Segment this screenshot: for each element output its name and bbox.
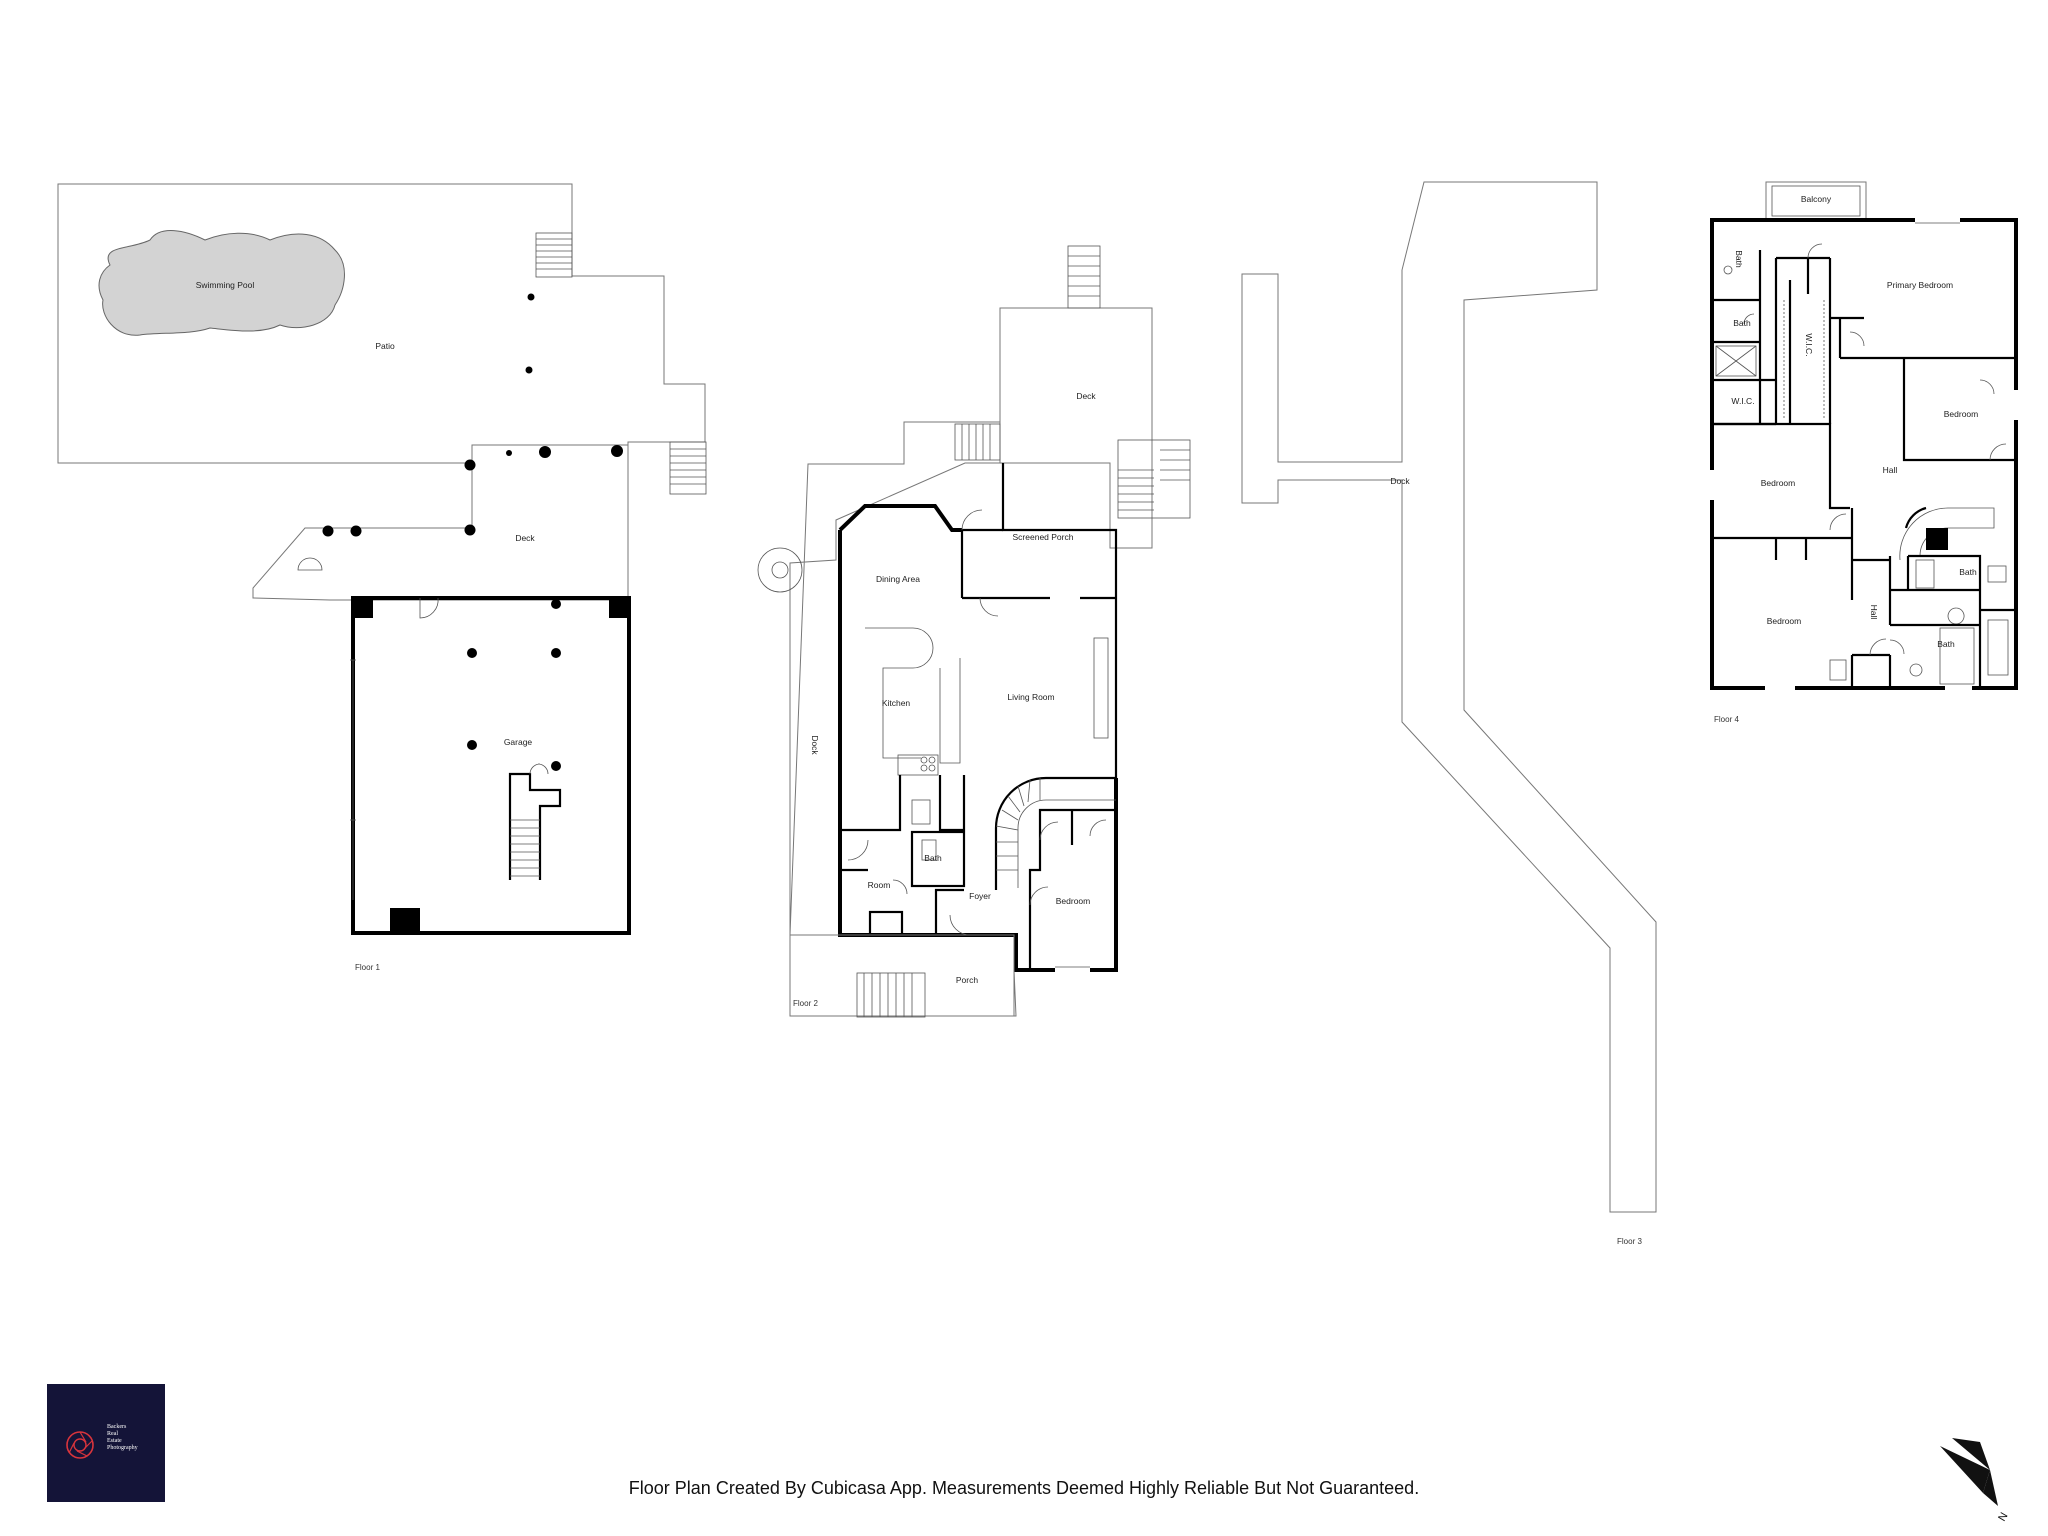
- floor-4: Balcony Bath Bath W.I.C. Primary Bedroom…: [1709, 181, 2019, 724]
- stairs-deck-top: [1067, 245, 1101, 309]
- logo-line-1: Backers: [107, 1424, 127, 1430]
- room-label-kitchen: Kitchen: [882, 698, 911, 708]
- compass-north-arrow-icon: N: [1940, 1438, 2011, 1524]
- stairs-patio-right: [669, 441, 707, 495]
- house-exterior-walls: [838, 530, 1118, 972]
- room-label-deck-upper: Deck: [1076, 391, 1096, 401]
- room-label-wic-center: W.I.C.: [1804, 333, 1814, 356]
- floor-label-2: Floor 2: [793, 999, 818, 1008]
- room-label-dock-floor2: Dock: [810, 735, 820, 755]
- room-label-balcony: Balcony: [1801, 194, 1832, 204]
- compass-label: N: [1996, 1511, 2010, 1524]
- room-label-bedroom-bottom: Bedroom: [1767, 616, 1802, 626]
- floor-3: Dock Floor 3: [1241, 181, 1657, 1246]
- room-label-dining-area: Dining Area: [876, 574, 920, 584]
- camera-aperture-icon: [66, 1431, 94, 1459]
- room-label-bath-bottom: Bath: [1937, 639, 1955, 649]
- logo-line-4: Photography: [107, 1445, 138, 1451]
- logo-line-2: Real: [107, 1431, 118, 1437]
- porch-outline: [789, 934, 1017, 1017]
- room-label-primary-bedroom: Primary Bedroom: [1887, 280, 1953, 290]
- room-label-hall: Hall: [1883, 465, 1898, 475]
- floor-label-1: Floor 1: [355, 963, 380, 972]
- room-label-room: Room: [868, 880, 891, 890]
- floor4-exterior-walls: [1710, 218, 2018, 690]
- room-label-swimming-pool: Swimming Pool: [196, 280, 255, 290]
- swimming-pool-shape: [98, 230, 345, 336]
- stairs-deck-left: [954, 423, 1001, 461]
- room-label-patio: Patio: [375, 341, 395, 351]
- garage-walls: [351, 596, 631, 935]
- floor-label-4: Floor 4: [1714, 715, 1739, 724]
- stairs-patio-top: [535, 232, 573, 278]
- logo-text: Backers Real Estate Photography: [107, 1424, 163, 1452]
- room-label-living-room: Living Room: [1007, 692, 1054, 702]
- room-label-bath-floor2: Bath: [924, 853, 942, 863]
- room-label-wic-left: W.I.C.: [1731, 396, 1754, 406]
- room-label-porch: Porch: [956, 975, 978, 985]
- company-logo: Backers Real Estate Photography: [47, 1384, 165, 1502]
- room-label-deck: Deck: [515, 533, 535, 543]
- room-label-bath-second: Bath: [1733, 318, 1751, 328]
- floor-2: Deck Screened Porch Dining Area Kitchen …: [757, 245, 1191, 1018]
- logo-line-3: Estate: [107, 1438, 122, 1444]
- floor-label-3: Floor 3: [1617, 1237, 1642, 1246]
- room-label-bath-right-top: Bath: [1959, 567, 1977, 577]
- room-label-garage: Garage: [504, 737, 533, 747]
- dock-outline-floor3: [1241, 181, 1657, 1213]
- room-label-bedroom-left: Bedroom: [1761, 478, 1796, 488]
- deck-outline: [252, 444, 629, 601]
- room-label-bedroom-right: Bedroom: [1944, 409, 1979, 419]
- room-label-bedroom-floor2: Bedroom: [1056, 896, 1091, 906]
- room-label-screened-porch: Screened Porch: [1013, 532, 1074, 542]
- room-label-hall-small: Hall: [1869, 605, 1879, 620]
- room-label-dock-floor3: Dock: [1390, 476, 1410, 486]
- stairs-deck-right: [1117, 439, 1191, 519]
- footer-disclaimer: Floor Plan Created By Cubicasa App. Meas…: [628, 1478, 1420, 1498]
- deck-outline-upper: [999, 307, 1153, 549]
- stairs-porch: [856, 972, 926, 1018]
- room-label-foyer: Foyer: [969, 891, 991, 901]
- room-label-bath-top: Bath: [1734, 250, 1744, 268]
- floor-1: Swimming Pool Patio Deck Garage Floor 1: [57, 183, 707, 972]
